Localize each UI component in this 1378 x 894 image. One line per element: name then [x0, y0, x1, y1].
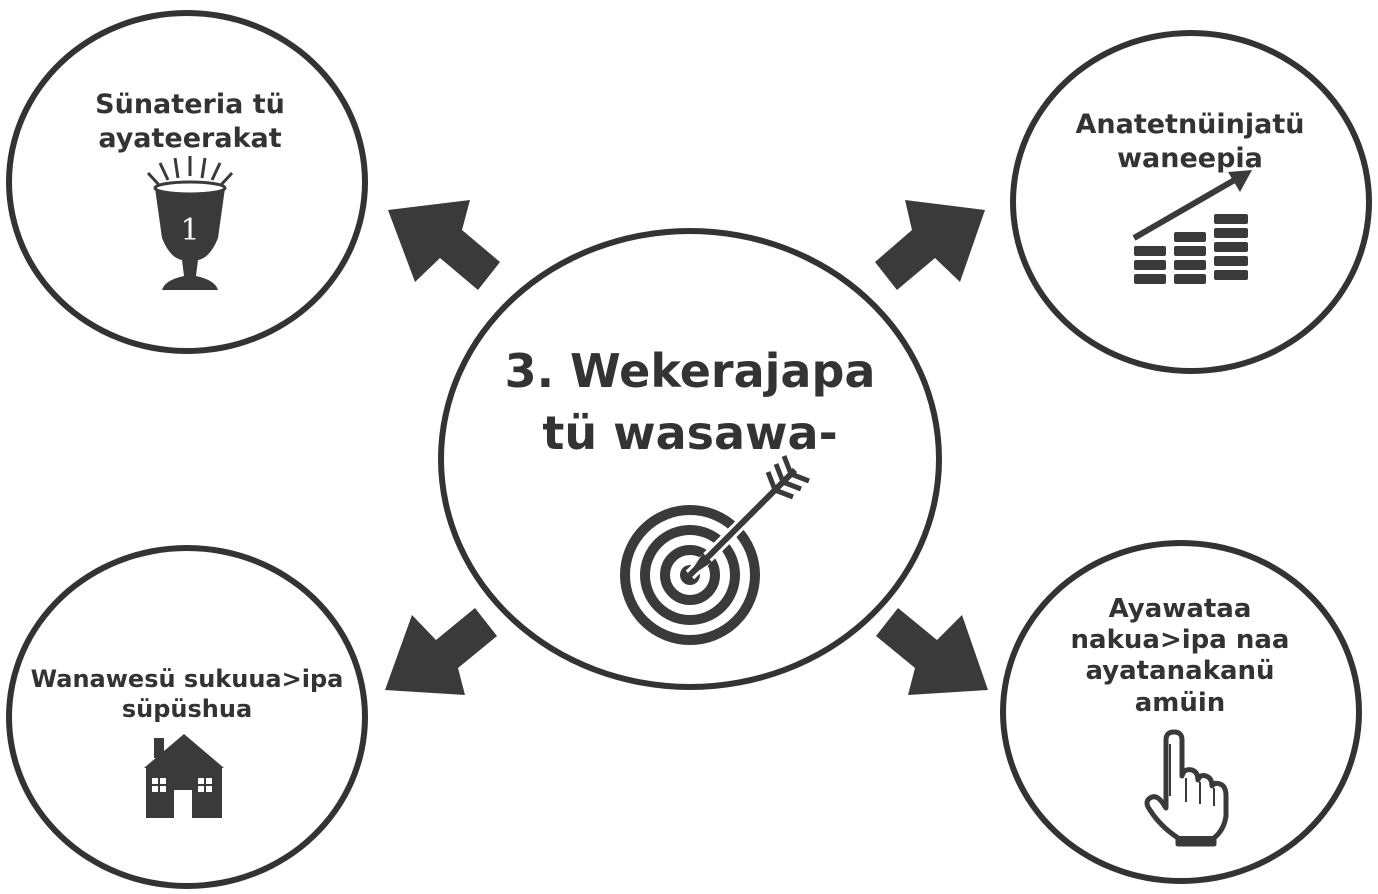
- node-top-left-line2: ayateerakat: [98, 122, 282, 154]
- node-top-right-label: Anatetnüinjatü waneepia: [1040, 108, 1340, 176]
- node-bottom-right-line4: amüin: [1134, 687, 1226, 718]
- node-bottom-right-line2: nakua>ipa naa: [1070, 625, 1290, 656]
- node-top-right-line2: waneepia: [1117, 142, 1263, 174]
- node-bottom-right-line1: Ayawataa: [1108, 594, 1252, 624]
- target-arrow-icon: [620, 455, 810, 645]
- node-bottom-left-line2: süpüshua: [121, 695, 253, 723]
- center-title-line2: tü wasawa-: [542, 406, 838, 460]
- node-bottom-right-label: Ayawataa nakua>ipa naa ayatanakanü amüin: [1030, 594, 1330, 719]
- center-circle: [438, 228, 942, 690]
- cup-number: 1: [180, 213, 199, 248]
- node-bottom-left-line1: Wanawesü sukuua>ipa: [30, 665, 344, 693]
- node-top-right-line1: Anatetnüinjatü: [1075, 109, 1305, 140]
- node-bottom-left-label: Wanawesü sukuua>ipa süpüshua: [14, 664, 360, 724]
- node-top-left-line1: Sünateria tü: [95, 89, 285, 120]
- center-title-line1: 3. Wekerajapa: [504, 344, 876, 398]
- trophy-cup-icon: 1: [146, 156, 234, 290]
- center-title: 3. Wekerajapa tü wasawa-: [470, 340, 910, 464]
- node-bottom-left: [6, 545, 368, 889]
- node-bottom-right-line3: ayatanakanü: [1085, 656, 1275, 687]
- pointing-hand-icon: [1144, 729, 1229, 847]
- node-top-left-label: Sünateria tü ayateerakat: [40, 88, 340, 156]
- growth-chart-icon: [1132, 170, 1252, 284]
- house-icon: [144, 734, 224, 818]
